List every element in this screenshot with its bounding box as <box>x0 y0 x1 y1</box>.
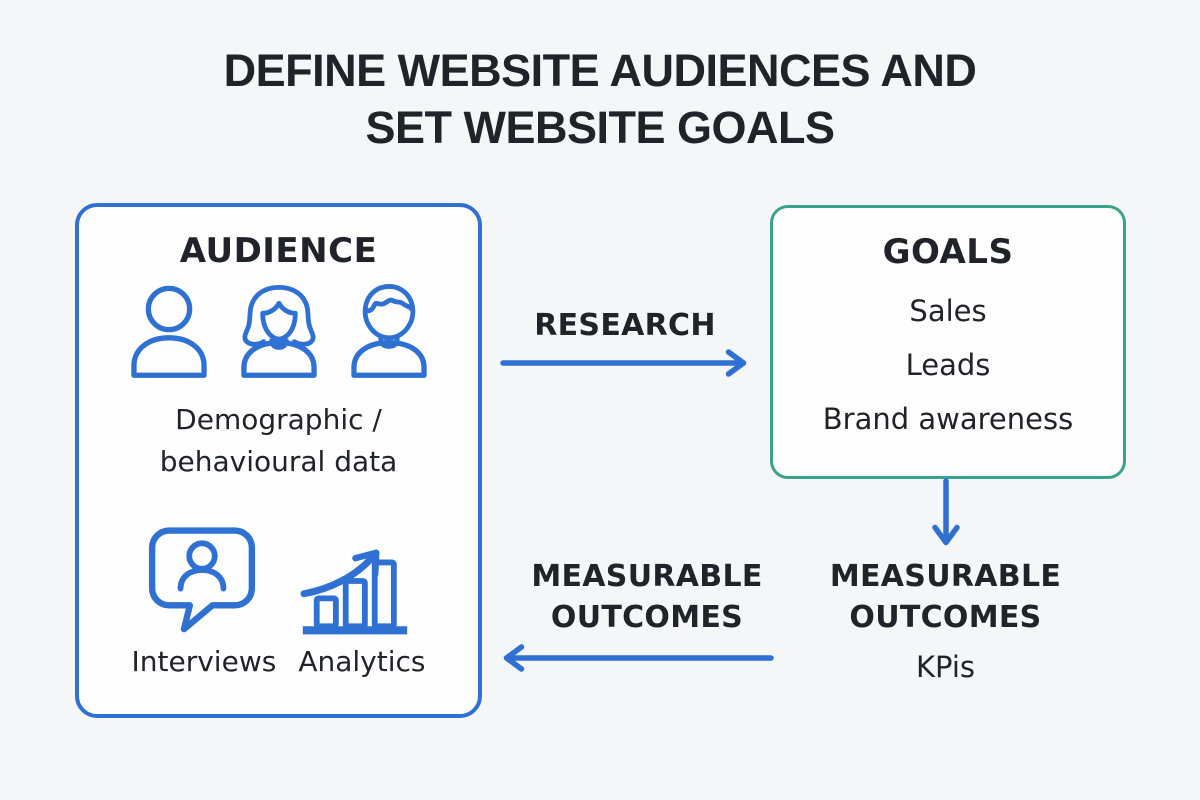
man-icon <box>350 284 427 378</box>
audience-description-line2: behavioural data <box>159 445 398 478</box>
outcomes-arrow-left-icon <box>503 644 774 672</box>
audience-description-line1: Demographic / <box>175 403 382 436</box>
measurable-outcomes-left-line2: OUTCOMES <box>550 600 744 635</box>
interviews-label: Interviews <box>131 645 277 678</box>
woman-icon <box>240 284 317 378</box>
page-title-line2: SET WEBSITE GOALS <box>365 102 835 154</box>
goals-list: Sales Leads Brand awareness <box>773 284 1123 446</box>
interviews-speech-bubble-icon <box>148 527 255 633</box>
analytics-label: Analytics <box>298 645 426 678</box>
page-title: DEFINE WEBSITE AUDIENCES AND SET WEBSITE… <box>0 42 1200 156</box>
audience-box-title: AUDIENCE <box>179 231 378 271</box>
research-label: RESEARCH <box>534 308 716 343</box>
measurable-outcomes-left-label: MEASURABLE OUTCOMES <box>512 556 782 638</box>
measurable-outcomes-right-label: MEASURABLE OUTCOMES <box>808 556 1083 638</box>
goal-item-leads: Leads <box>905 348 991 382</box>
goals-box: GOALS Sales Leads Brand awareness <box>770 205 1126 479</box>
goals-box-title: GOALS <box>882 232 1014 272</box>
audience-description: Demographic / behavioural data <box>79 399 478 483</box>
measurable-outcomes-left-line1: MEASURABLE <box>531 559 763 594</box>
audience-method-icons <box>79 523 478 639</box>
analytics-growth-chart-icon <box>299 549 407 635</box>
kpis-label: KPis <box>915 650 976 684</box>
goal-item-brand-awareness: Brand awareness <box>822 402 1074 436</box>
measurable-outcomes-right-line2: OUTCOMES <box>849 600 1042 635</box>
audience-box: AUDIENCE Demographic / behavioural data <box>75 203 482 718</box>
page-title-line1: DEFINE WEBSITE AUDIENCES AND <box>223 45 977 96</box>
measurable-outcomes-right-line1: MEASURABLE <box>829 559 1062 594</box>
goals-to-outcomes-arrow-down-icon <box>932 478 960 546</box>
goal-item-sales: Sales <box>909 294 987 328</box>
person-icon <box>130 285 207 378</box>
audience-people-icons <box>79 283 478 383</box>
research-arrow-right-icon <box>500 349 747 377</box>
audience-method-labels: Interviews Analytics <box>79 645 478 678</box>
